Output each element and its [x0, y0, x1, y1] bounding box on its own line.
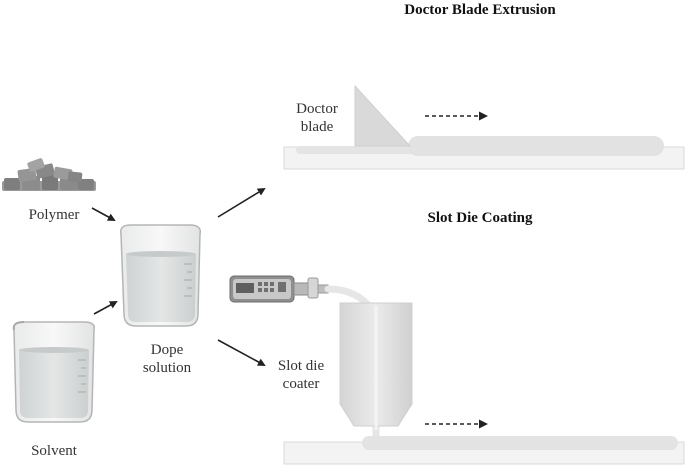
label-doctor-blade-line2: blade [301, 119, 334, 135]
label-solvent: Solvent [31, 443, 78, 459]
doctor-blade-wet-film-left [296, 146, 416, 154]
slot-die-coated-film [362, 436, 678, 450]
title-doctor-blade-extrusion: Doctor Blade Extrusion [404, 2, 556, 18]
arrow-polymer-to-dope [91, 207, 116, 221]
polymer-pellets-icon [2, 158, 96, 191]
doctor-blade-icon [354, 84, 412, 147]
label-doctor-blade-line1: Doctor [296, 101, 338, 117]
arrow-dope-to-doctor-blade [217, 187, 266, 218]
doctor-blade-cast-film [408, 136, 664, 156]
solvent-beaker-icon [12, 321, 96, 423]
label-polymer: Polymer [29, 207, 80, 223]
dope-solution-beaker-icon [119, 224, 202, 327]
slot-die-coater-icon [339, 302, 413, 430]
title-slot-die-coating: Slot Die Coating [428, 210, 534, 226]
arrow-solvent-to-dope [93, 301, 118, 315]
label-slot-die-line2: coater [283, 376, 320, 392]
label-dope-line1: Dope [151, 342, 184, 358]
arrow-dope-to-slot-die [217, 339, 266, 366]
syringe-pump-icon [229, 275, 329, 303]
label-dope-line2: solution [143, 360, 192, 376]
label-slot-die-line1: Slot die [278, 358, 325, 374]
